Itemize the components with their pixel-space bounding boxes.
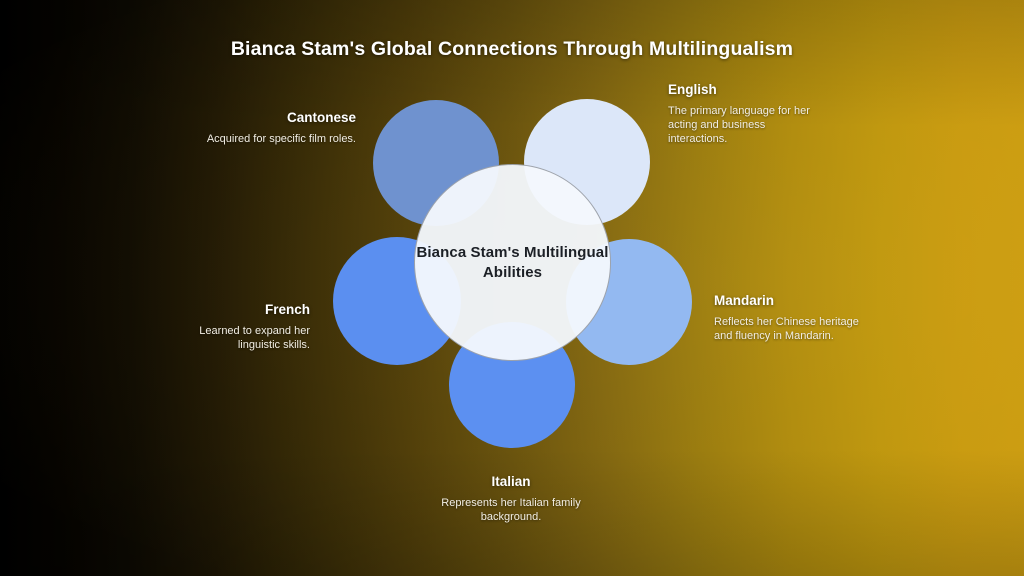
callout-title-french: French bbox=[264, 302, 310, 317]
center-hub-circle[interactable]: Bianca Stam's Multilingual Abilities bbox=[414, 164, 611, 361]
callout-description-italian: Represents her Italian family background… bbox=[441, 497, 581, 523]
callout-italian: Italian Represents her Italian family ba… bbox=[420, 474, 602, 525]
callout-title-mandarin: Mandarin bbox=[714, 293, 775, 308]
callout-cantonese: Cantonese Acquired for specific film rol… bbox=[205, 110, 356, 147]
callout-description-english: The primary language for her acting and … bbox=[668, 105, 810, 145]
callout-description-mandarin: Reflects her Chinese heritage and fluenc… bbox=[714, 316, 859, 342]
callout-description-french: Learned to expand her linguistic skills. bbox=[199, 325, 310, 351]
callout-english: English The primary language for her act… bbox=[668, 82, 818, 147]
callout-mandarin: Mandarin Reflects her Chinese heritage a… bbox=[714, 293, 874, 344]
page-title: Bianca Stam's Global Connections Through… bbox=[230, 38, 794, 60]
callout-title-italian: Italian bbox=[491, 474, 531, 489]
callout-description-cantonese: Acquired for specific film roles. bbox=[206, 133, 356, 145]
center-hub-label: Bianca Stam's Multilingual Abilities bbox=[416, 243, 609, 281]
callout-title-english: English bbox=[668, 82, 717, 97]
callout-french: French Learned to expand her linguistic … bbox=[160, 302, 310, 353]
callout-title-cantonese: Cantonese bbox=[286, 110, 356, 125]
